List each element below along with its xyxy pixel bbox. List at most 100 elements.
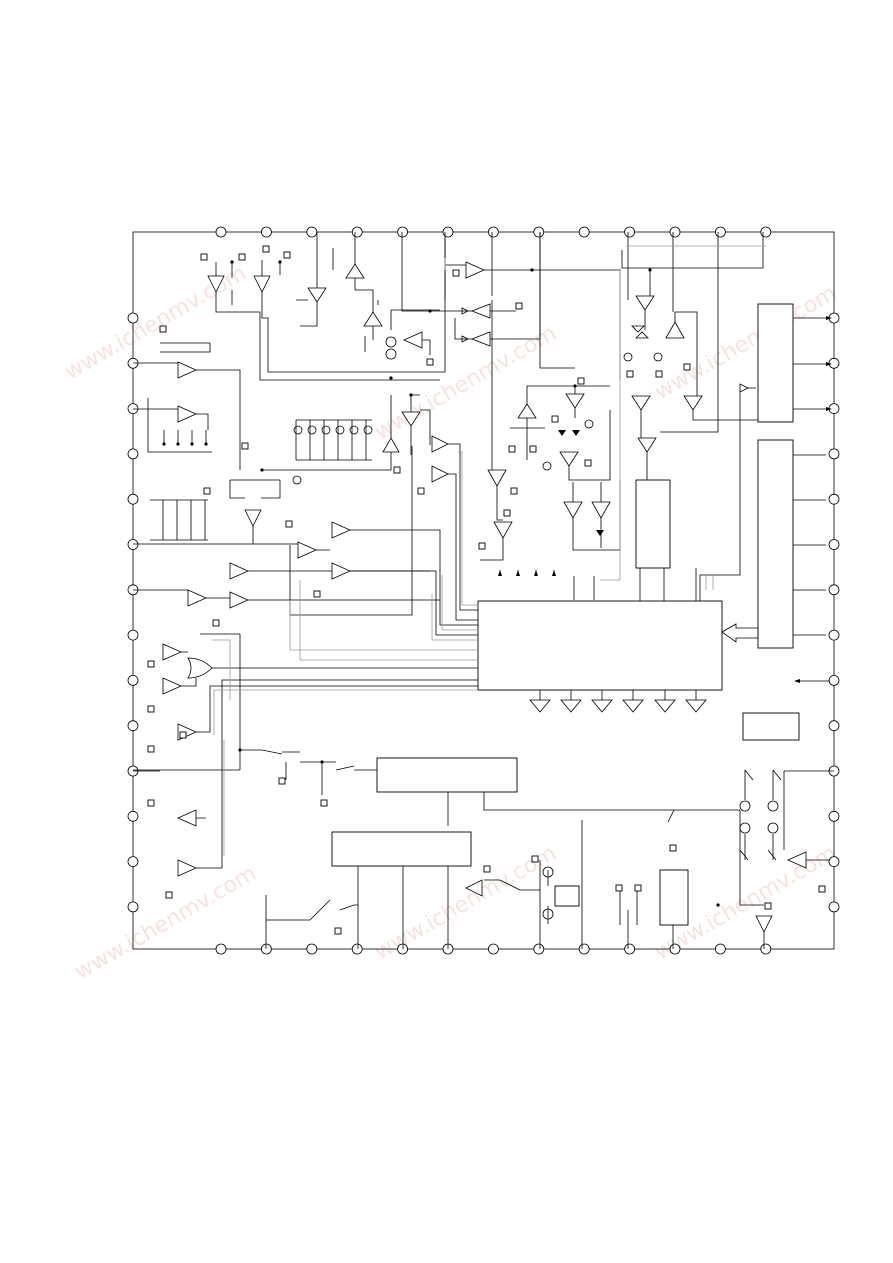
comparator [331, 562, 351, 580]
amp [565, 393, 585, 409]
amp [637, 437, 657, 453]
left-pin [127, 493, 139, 505]
amp [635, 295, 655, 311]
left-pin [127, 312, 139, 324]
right-pin [828, 448, 840, 460]
bottom-pin [533, 943, 545, 955]
right-pin [828, 493, 840, 505]
driver-block [659, 869, 689, 926]
central-block-outputs [529, 383, 759, 713]
right-pin [828, 584, 840, 596]
bottom-wiring [133, 749, 834, 949]
small-block [554, 885, 580, 907]
comparator [470, 331, 491, 347]
center-right-detectors [478, 232, 621, 600]
top-pin [215, 226, 227, 238]
comparator [331, 521, 351, 539]
amp [177, 859, 197, 877]
comparator [470, 303, 491, 319]
amp [517, 403, 537, 419]
bottom-pin [487, 943, 499, 955]
comparator [431, 465, 449, 483]
amp [403, 331, 423, 349]
junctions [162, 260, 720, 907]
top-pin [624, 226, 635, 238]
right-pin [828, 856, 840, 867]
left-pin [127, 901, 139, 913]
right-pin [828, 901, 840, 913]
signal-bus [212, 245, 766, 856]
top-left-amplifiers [200, 232, 446, 381]
amp [229, 591, 249, 609]
right-pin [828, 539, 840, 550]
amp [493, 521, 513, 539]
right-pin [828, 720, 840, 732]
bottom-pin [624, 943, 635, 955]
right-pin [828, 810, 840, 822]
mode-control-block [331, 831, 472, 867]
amp [755, 915, 773, 933]
logic-block [635, 479, 671, 569]
bottom-pin [578, 943, 590, 955]
amp [244, 509, 262, 527]
top-pin [442, 226, 454, 238]
ic-pins [127, 226, 840, 955]
amp [591, 501, 611, 519]
right-output-lines [793, 316, 832, 683]
left-pin [127, 856, 139, 867]
left-amplifiers [133, 325, 478, 899]
amp [363, 311, 383, 327]
bottom-pin [715, 943, 726, 955]
amp [307, 287, 327, 303]
svg-text:www.ichenmv.com: www.ichenmv.com [71, 861, 261, 985]
amp [559, 451, 579, 467]
amp [177, 809, 197, 827]
amp [345, 263, 365, 279]
or-gate [187, 657, 213, 679]
left-pin [127, 720, 139, 732]
top-pin [487, 226, 499, 238]
comparator [431, 435, 449, 453]
top-right-section [621, 232, 764, 569]
top-pin [260, 226, 272, 238]
bottom-pin [215, 943, 227, 955]
amp [177, 405, 197, 423]
top-pin [533, 226, 545, 238]
amp [487, 469, 507, 487]
top-pin [669, 226, 681, 238]
top-pin [715, 226, 726, 238]
amp [631, 395, 651, 411]
output-block-lower [757, 439, 794, 649]
left-pin [127, 629, 139, 641]
right-pin [828, 357, 840, 369]
amp [162, 677, 182, 695]
left-pin [127, 675, 139, 686]
watermark: www.ichenmv.com www.ichenmv.com www.iche… [61, 261, 841, 985]
amp [187, 589, 207, 607]
amp [465, 879, 483, 897]
bottom-pin [669, 943, 681, 955]
buffer-amp [253, 275, 271, 293]
amp [162, 643, 182, 661]
top-pin [760, 226, 772, 238]
top-pin [351, 226, 363, 238]
output-block-upper [757, 303, 794, 423]
amp [177, 361, 197, 379]
center-current-sources [229, 394, 478, 636]
switch-control-block [376, 757, 518, 793]
left-pin [127, 448, 139, 460]
bottom-pin [351, 943, 363, 955]
top-pin [306, 226, 318, 238]
comparator [465, 261, 485, 279]
amp [665, 321, 685, 339]
central-logic-block [477, 600, 723, 691]
amp [563, 501, 583, 519]
right-pin [828, 675, 840, 686]
top-pin [578, 226, 590, 238]
top-pin [397, 226, 409, 238]
bottom-pin [760, 943, 772, 955]
reference-block [742, 712, 800, 741]
left-pin [127, 539, 139, 550]
